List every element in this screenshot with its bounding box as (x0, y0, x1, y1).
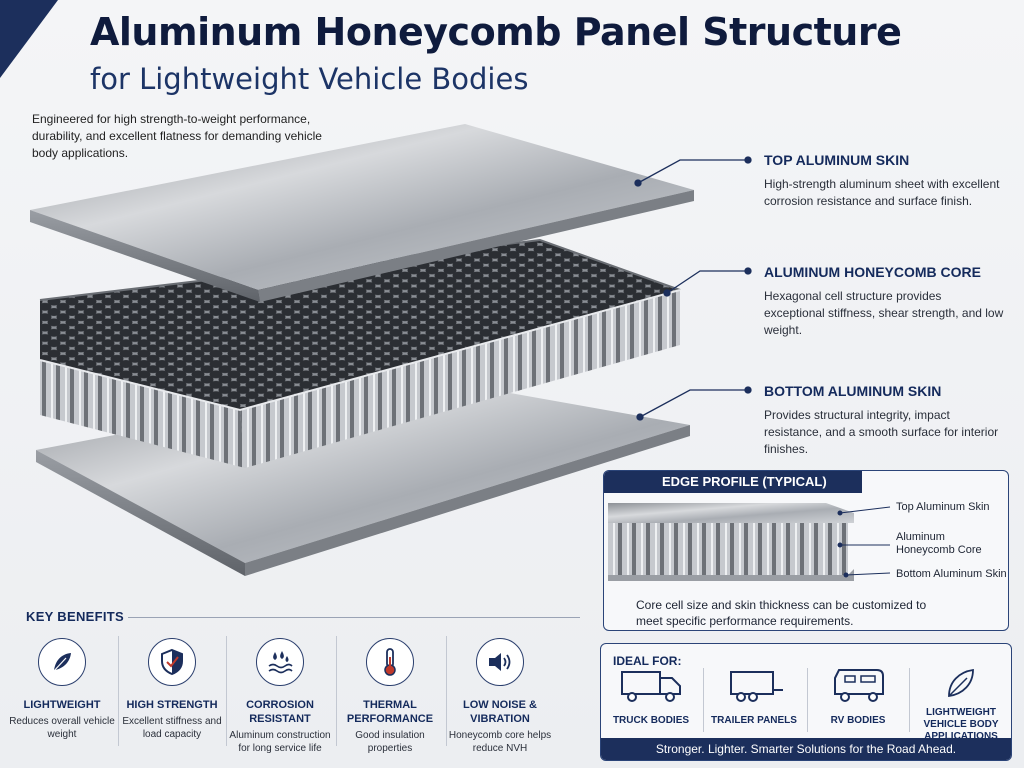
truck-icon (621, 671, 681, 702)
ideal-item-rv: RV BODIES (811, 666, 905, 727)
speaker-icon (476, 638, 524, 686)
ideal-item-truck: TRUCK BODIES (605, 666, 697, 727)
leaf-icon (948, 668, 974, 698)
key-benefits-title: KEY BENEFITS (26, 609, 124, 624)
benefit-divider (118, 636, 119, 746)
ideal-divider (703, 668, 704, 732)
ideal-item-label: RV BODIES (830, 715, 886, 726)
edge-label-core: Aluminum Honeycomb Core (896, 531, 982, 556)
callout-title: ALUMINUM HONEYCOMB CORE (764, 264, 981, 280)
key-benefits-divider (128, 617, 580, 618)
benefit-corrosion-resistant: CORROSION RESISTANT Aluminum constructio… (226, 632, 334, 755)
edge-profile-title: EDGE PROFILE (TYPICAL) (604, 471, 862, 493)
corner-accent (0, 0, 58, 78)
ideal-item-trailer: TRAILER PANELS (707, 666, 801, 727)
rv-icon (834, 669, 884, 702)
callout-desc: High-strength aluminum sheet with excell… (764, 177, 1000, 208)
callout-desc: Hexagonal cell structure provides except… (764, 289, 1004, 337)
benefit-title: CORROSION RESISTANT (246, 699, 314, 725)
thermometer-icon (366, 638, 414, 686)
benefit-desc: Excellent stiffness and load capacity (122, 716, 222, 740)
ideal-for-box: IDEAL FOR: TRUCK BODIES TRAILER PANELS R… (600, 643, 1012, 761)
panel-illustration (30, 124, 752, 576)
benefit-desc: Aluminum construction for long service l… (229, 730, 331, 754)
feather-icon (38, 638, 86, 686)
edge-profile-box: EDGE PROFILE (TYPICAL) Top Aluminum Skin… (603, 470, 1009, 631)
page-subtitle: for Lightweight Vehicle Bodies (90, 62, 529, 96)
ideal-item-label: TRAILER PANELS (711, 715, 797, 726)
water-drops-icon (256, 638, 304, 686)
benefit-title: LIGHTWEIGHT (23, 699, 101, 711)
edge-label-bottom-skin: Bottom Aluminum Skin (896, 568, 1007, 580)
ideal-for-title: IDEAL FOR: (613, 654, 682, 668)
benefit-title: THERMAL PERFORMANCE (346, 699, 434, 725)
benefit-desc: Reduces overall vehicle weight (9, 716, 115, 740)
tagline-banner: Stronger. Lighter. Smarter Solutions for… (601, 738, 1011, 760)
ideal-divider (807, 668, 808, 732)
benefit-lightweight: LIGHTWEIGHT Reduces overall vehicle weig… (8, 632, 116, 741)
benefit-divider (226, 636, 227, 746)
ideal-item-label: TRUCK BODIES (612, 715, 690, 726)
edge-profile-illustration (608, 503, 891, 581)
ideal-divider (909, 668, 910, 732)
trailer-icon (730, 671, 783, 702)
intro-text: Engineered for high strength-to-weight p… (32, 112, 322, 160)
shield-icon (148, 638, 196, 686)
benefit-title: HIGH STRENGTH (126, 699, 218, 711)
page-title: Aluminum Honeycomb Panel Structure (90, 10, 902, 54)
honeycomb-core-illustration (39, 238, 681, 468)
benefit-divider (336, 636, 337, 746)
benefit-low-noise: LOW NOISE & VIBRATION Honeycomb core hel… (446, 632, 554, 755)
edge-profile-note: Core cell size and skin thickness can be… (636, 598, 927, 628)
callout-honeycomb-core: ALUMINUM HONEYCOMB CORE Hexagonal cell s… (764, 264, 1004, 339)
callout-bottom-skin: BOTTOM ALUMINUM SKIN Provides structural… (764, 383, 1004, 458)
callout-title: BOTTOM ALUMINUM SKIN (764, 383, 942, 399)
benefit-desc: Honeycomb core helps reduce NVH (448, 730, 552, 754)
ideal-item-label: LIGHTWEIGHT VEHICLE BODY APPLICATIONS (923, 707, 999, 742)
benefit-high-strength: HIGH STRENGTH Excellent stiffness and lo… (118, 632, 226, 741)
top-skin-illustration (30, 124, 694, 302)
edge-label-top-skin: Top Aluminum Skin (896, 501, 990, 513)
ideal-item-lightweight-vehicle: LIGHTWEIGHT VEHICLE BODY APPLICATIONS (911, 666, 1011, 743)
callout-top-skin: TOP ALUMINUM SKIN High-strength aluminum… (764, 152, 1004, 210)
benefit-desc: Good insulation properties (355, 730, 425, 754)
benefit-title: LOW NOISE & VIBRATION (463, 699, 537, 725)
benefit-thermal-performance: THERMAL PERFORMANCE Good insulation prop… (336, 632, 444, 755)
benefit-divider (446, 636, 447, 746)
callout-title: TOP ALUMINUM SKIN (764, 152, 910, 168)
callout-desc: Provides structural integrity, impact re… (764, 408, 999, 456)
